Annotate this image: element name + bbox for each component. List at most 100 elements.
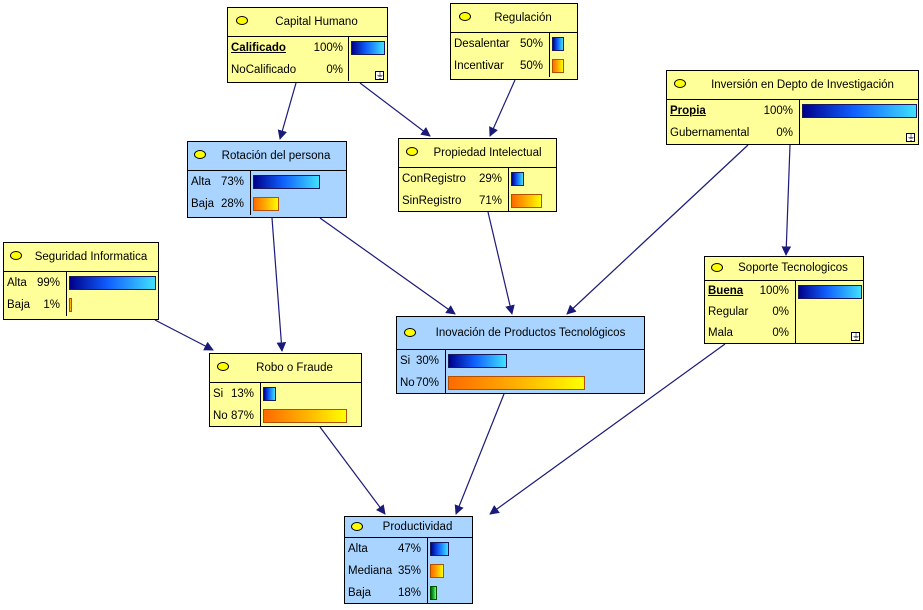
state-probability-bar xyxy=(430,586,438,600)
node-state-oval-icon xyxy=(404,328,416,337)
edge-regulacion-propiedad xyxy=(489,79,516,137)
state-row[interactable]: Calificado 100% xyxy=(228,37,387,59)
node-header: Robo o Fraude xyxy=(210,354,361,383)
state-label: Buena xyxy=(708,285,744,297)
state-label: NoCalificado xyxy=(231,64,297,76)
state-percent: 99% xyxy=(36,277,60,289)
state-probability-bar xyxy=(448,354,507,368)
state-row[interactable]: Baja 1% xyxy=(4,294,158,316)
node-state-oval-icon xyxy=(674,79,686,88)
edge-rotacion-inovacion xyxy=(319,217,456,315)
edge-inversion-inovacion xyxy=(566,144,749,315)
evidence-ground-icon: ⏚ xyxy=(851,332,860,341)
edge-seguridad-robo xyxy=(154,319,214,351)
state-probability-bar xyxy=(263,387,276,401)
state-percent: 28% xyxy=(220,198,244,210)
state-row[interactable]: Regular 0% xyxy=(705,302,863,323)
node-title: Productividad xyxy=(382,521,453,533)
state-percent: 1% xyxy=(43,299,60,311)
node-state-oval-icon xyxy=(351,522,363,531)
node-header: Seguridad Informatica xyxy=(4,243,158,272)
state-percent: 73% xyxy=(220,176,244,188)
state-probability-bar xyxy=(511,194,543,208)
node-state-oval-icon xyxy=(711,263,723,272)
node-divider xyxy=(427,538,428,604)
node-title: Rotación del persona xyxy=(221,150,331,162)
state-label: Si xyxy=(213,388,224,400)
state-label: SinRegistro xyxy=(402,195,462,207)
node-title: Seguridad Informatica xyxy=(34,251,148,263)
node-divider xyxy=(549,33,550,77)
node-header: Propiedad Intelectual xyxy=(399,139,556,168)
state-label: Regular xyxy=(708,306,749,318)
state-percent: 0% xyxy=(776,127,793,139)
state-percent: 30% xyxy=(415,355,439,367)
state-probability-bar xyxy=(448,376,585,390)
state-percent: 29% xyxy=(478,173,502,185)
state-percent: 50% xyxy=(519,38,543,50)
state-probability-bar xyxy=(263,409,348,423)
state-label: Calificado xyxy=(231,42,286,54)
state-percent: 50% xyxy=(519,60,543,72)
state-row[interactable]: SinRegistro 71% xyxy=(399,190,556,212)
node-divider xyxy=(250,171,251,215)
state-percent: 0% xyxy=(772,306,789,318)
node-inversion-investigacion[interactable]: Inversión en Depto de Investigación Prop… xyxy=(666,70,919,145)
state-percent: 87% xyxy=(230,410,254,422)
state-label: Mediana xyxy=(348,565,393,577)
node-state-oval-icon xyxy=(194,150,206,159)
node-capital-humano[interactable]: Capital Humano Calificado 100% NoCalificad… xyxy=(227,7,388,83)
state-label: No xyxy=(400,377,415,389)
state-probability-bar xyxy=(802,104,917,118)
state-label: Gubernamental xyxy=(670,127,750,139)
node-title: Regulación xyxy=(494,12,552,24)
state-row[interactable]: NoCalificado 0% xyxy=(228,59,387,81)
node-state-oval-icon xyxy=(459,12,471,21)
state-probability-bar xyxy=(69,298,72,312)
node-title: Inversión en Depto de Investigación xyxy=(711,79,894,91)
edge-robo-productividad xyxy=(319,426,386,515)
state-label: Incentivar xyxy=(454,60,504,72)
state-percent: 0% xyxy=(326,64,343,76)
node-header: Rotación del persona xyxy=(188,142,346,171)
state-row[interactable]: Incentivar 50% xyxy=(451,55,577,77)
state-probability-bar xyxy=(511,172,524,186)
state-row[interactable]: Gubernamental 0% xyxy=(667,122,918,144)
node-title: Capital Humano xyxy=(275,16,358,28)
edge-capital-rotacion xyxy=(277,82,297,140)
state-label: No xyxy=(213,410,228,422)
state-percent: 70% xyxy=(415,377,439,389)
state-percent: 100% xyxy=(313,42,343,54)
state-probability-bar xyxy=(552,37,564,51)
node-state-oval-icon xyxy=(406,147,418,156)
node-title: Propiedad Intelectual xyxy=(433,147,542,159)
node-header: Soporte Tecnologicos xyxy=(705,257,863,281)
edge-inversion-soporte xyxy=(781,144,792,256)
state-label: Baja xyxy=(7,299,31,311)
state-percent: 71% xyxy=(478,195,502,207)
